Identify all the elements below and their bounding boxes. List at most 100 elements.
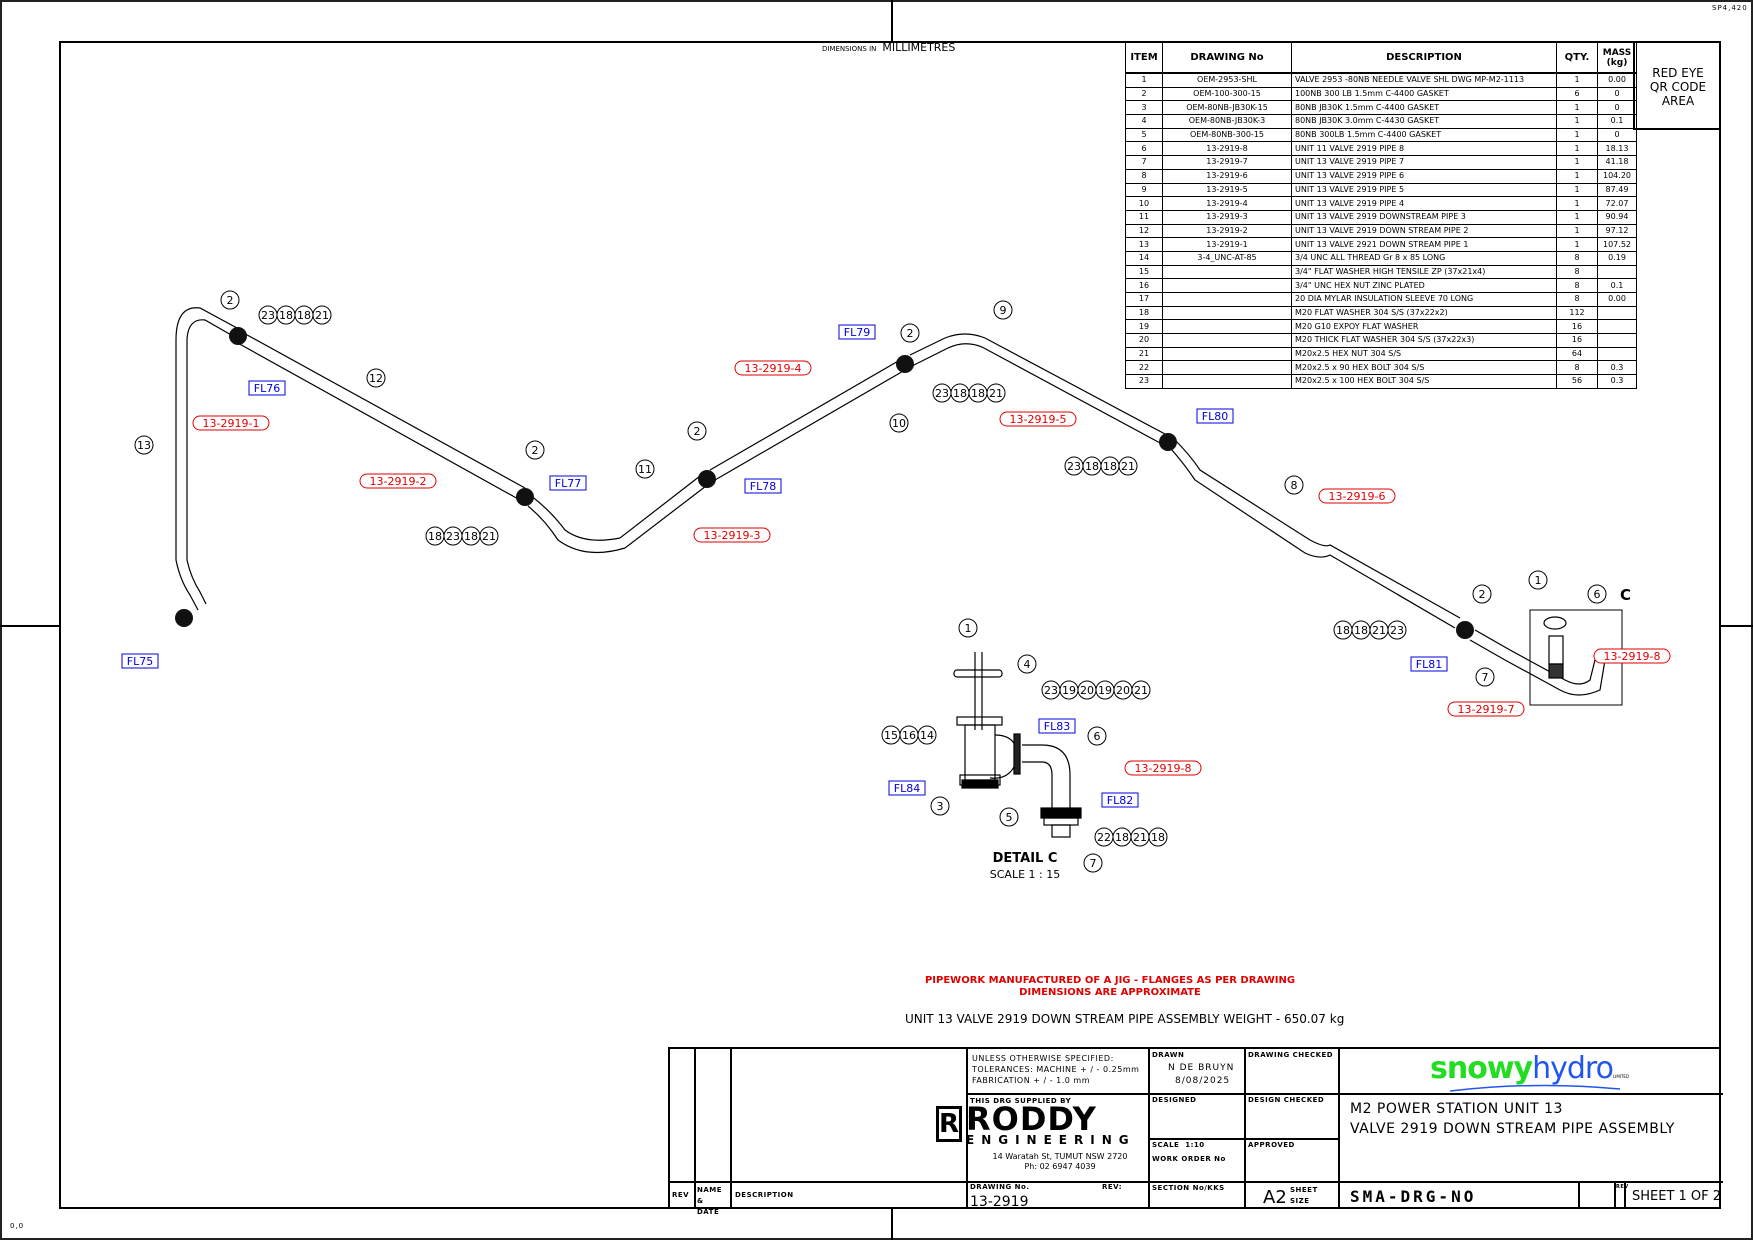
bom-cell-qty: 8 xyxy=(1556,278,1598,293)
balloon-number: 23 xyxy=(261,309,275,322)
bom-cell-description: 80NB JB30K 3.0mm C-4430 GASKET xyxy=(1291,114,1557,129)
flange-label-text: FL79 xyxy=(844,326,870,339)
bill-of-materials: ITEM DRAWING No DESCRIPTION QTY. MASS (k… xyxy=(1125,42,1637,389)
bom-cell-drawing-no xyxy=(1162,264,1292,280)
bom-cell-drawing-no: OEM-80NB-JB30K-3 xyxy=(1162,114,1292,129)
balloon-number: 18 xyxy=(971,387,985,400)
part-label: 13-2919-6 xyxy=(1318,488,1396,504)
item-balloon: 18 xyxy=(1148,827,1168,847)
part-label-text: 13-2919-7 xyxy=(1458,703,1515,716)
bom-cell-description: 100NB 300 LB 1.5mm C-4400 GASKET xyxy=(1291,86,1557,102)
balloon-number: 7 xyxy=(1482,671,1489,684)
pipe-10 xyxy=(709,359,901,471)
bom-cell-description: 80NB 300LB 1.5mm C-4400 GASKET xyxy=(1291,127,1557,143)
bom-cell-item: 22 xyxy=(1125,360,1163,376)
bom-cell-mass: 0.19 xyxy=(1597,250,1637,266)
supplier-logo-mark: R xyxy=(936,1106,962,1142)
pipe-9 xyxy=(909,333,1166,435)
bom-cell-drawing-no: OEM-100-300-15 xyxy=(1162,86,1292,102)
client-logo-swoosh xyxy=(1450,1084,1620,1092)
bom-cell-description: M20 G10 EXPOY FLAT WASHER xyxy=(1291,319,1557,335)
bom-cell-item: 17 xyxy=(1125,292,1163,307)
item-balloon: 8 xyxy=(1284,475,1304,495)
item-balloon: 23 xyxy=(1387,620,1407,640)
part-label-text: 13-2919-3 xyxy=(704,529,761,542)
item-balloon: 20 xyxy=(1077,680,1097,700)
balloon-number: 6 xyxy=(1594,588,1601,601)
bom-cell-item: 14 xyxy=(1125,250,1163,266)
bom-cell-drawing-no xyxy=(1162,346,1292,362)
bom-cell-item: 20 xyxy=(1125,333,1163,348)
drawn-label: DRAWN xyxy=(1152,1051,1185,1059)
fabrication-note-line2: DIMENSIONS ARE APPROXIMATE xyxy=(1019,987,1201,998)
bom-cell-qty: 1 xyxy=(1556,182,1598,198)
supplier-phone: Ph: 02 6947 4039 xyxy=(1024,1162,1096,1171)
item-balloon: 18 xyxy=(461,526,481,546)
flange-fl80 xyxy=(1159,433,1177,451)
pipe-13 xyxy=(175,340,199,611)
item-balloon: 14 xyxy=(917,725,937,745)
drawn-date: 8/08/2025 xyxy=(1175,1076,1231,1086)
detail-title: DETAIL C xyxy=(993,851,1058,866)
bom-cell-item: 8 xyxy=(1125,168,1163,184)
balloon-number: 15 xyxy=(884,729,898,742)
bom-cell-qty: 1 xyxy=(1556,168,1598,184)
balloon-number: 2 xyxy=(694,425,701,438)
item-balloon: 18 xyxy=(950,383,970,403)
bom-cell-mass xyxy=(1597,264,1637,280)
item-balloon: 21 xyxy=(986,383,1006,403)
bom-cell-item: 13 xyxy=(1125,237,1163,252)
bom-cell-description: UNIT 13 VALVE 2919 PIPE 6 xyxy=(1291,168,1557,184)
part-label-text: 13-2919-4 xyxy=(745,362,802,375)
bom-cell-drawing-no: 13-2919-3 xyxy=(1162,209,1292,225)
item-balloon: 4 xyxy=(1017,654,1037,674)
balloon-number: 18 xyxy=(1354,624,1368,637)
bom-cell-qty: 1 xyxy=(1556,223,1598,239)
bom-cell-mass: 0.00 xyxy=(1597,72,1637,88)
zone-tick-left xyxy=(0,625,59,627)
bom-cell-qty: 1 xyxy=(1556,100,1598,116)
bom-cell-drawing-no: 13-2919-6 xyxy=(1162,168,1292,184)
pipe-10-inner xyxy=(714,369,906,481)
balloon-number: 18 xyxy=(1336,624,1350,637)
designed-label: DESIGNED xyxy=(1152,1096,1197,1104)
tolerance-line-2: TOLERANCES: MACHINE + / - 0.25mm xyxy=(972,1065,1140,1074)
balloon-number: 11 xyxy=(638,463,652,476)
bom-cell-item: 19 xyxy=(1125,319,1163,335)
detail-marker: C xyxy=(1620,586,1631,604)
bom-cell-item: 15 xyxy=(1125,264,1163,280)
supplied-by-label: THIS DRG SUPPLIED BY xyxy=(970,1097,1072,1105)
bom-cell-description: M20x2.5 x 90 HEX BOLT 304 S/S xyxy=(1291,360,1557,376)
fabrication-note: PIPEWORK MANUFACTURED OF A JIG - FLANGES… xyxy=(880,975,1340,999)
pipe-9-inner xyxy=(911,343,1163,445)
scale-value: 1:10 xyxy=(1185,1141,1205,1149)
bom-cell-item: 3 xyxy=(1125,100,1163,116)
drawing-checked-label: DRAWING CHECKED xyxy=(1248,1051,1334,1059)
item-balloon: 3 xyxy=(930,796,950,816)
item-balloon: 7 xyxy=(1475,667,1495,687)
bom-cell-mass: 0 xyxy=(1597,86,1637,102)
balloon-number: 18 xyxy=(1115,831,1129,844)
bom-cell-description: M20x2.5 HEX NUT 304 S/S xyxy=(1291,346,1557,362)
bom-cell-mass: 107.52 xyxy=(1597,237,1637,252)
bom-cell-drawing-no xyxy=(1162,374,1292,389)
pipe-13-inner xyxy=(186,340,207,605)
part-label: 13-2919-4 xyxy=(734,360,812,376)
bom-cell-description: 3/4" UNC HEX NUT ZINC PLATED xyxy=(1291,278,1557,293)
bom-cell-drawing-no: 13-2919-4 xyxy=(1162,196,1292,211)
assembly-weight-note: UNIT 13 VALVE 2919 DOWN STREAM PIPE ASSE… xyxy=(905,1012,1345,1026)
tolerance-line-3: FABRICATION + / - 1.0 mm xyxy=(972,1076,1091,1085)
pipe-8-inner xyxy=(1171,449,1456,629)
item-balloon: 23 xyxy=(932,383,952,403)
dimensions-unit: MILLIMETRES xyxy=(882,41,956,54)
balloon-number: 6 xyxy=(1094,730,1101,743)
flange-fl77 xyxy=(516,488,534,506)
